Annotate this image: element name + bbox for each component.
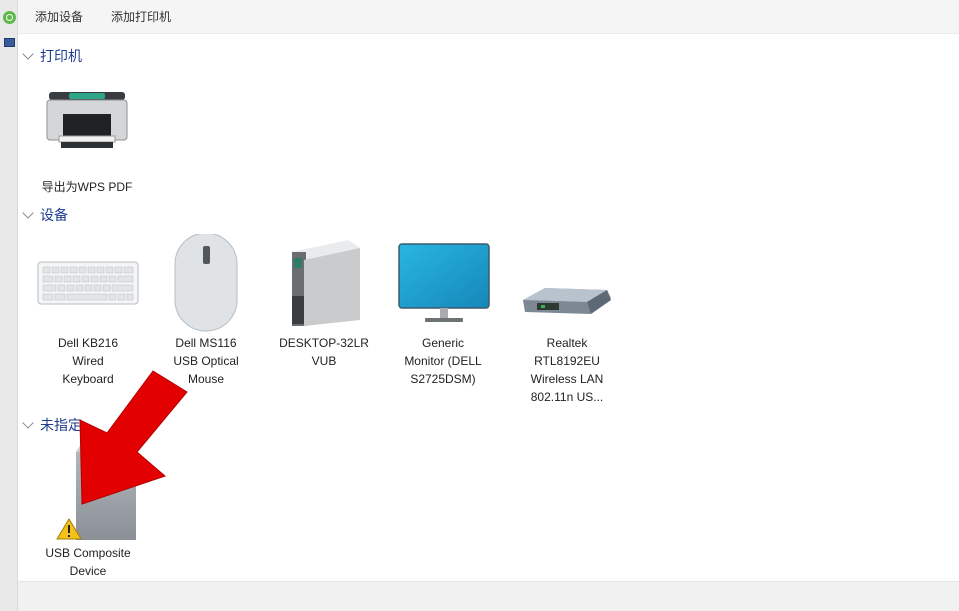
warning-icon	[56, 518, 82, 540]
device-item-mouse[interactable]: Dell MS116 USB Optical Mouse	[154, 232, 258, 388]
app-icon-green[interactable]	[3, 11, 16, 24]
device-item-keyboard[interactable]: Dell KB216 Wired Keyboard	[36, 234, 140, 388]
chevron-down-icon	[22, 207, 34, 219]
device-label: Dell KB216 Wired Keyboard	[57, 336, 119, 386]
device-label: Generic Monitor (DELL S2725DSM)	[404, 336, 482, 386]
device-item-network-adapter[interactable]: Realtek RTL8192EU Wireless LAN 802.11n U…	[515, 234, 619, 406]
add-printer-button[interactable]: 添加打印机	[111, 10, 172, 24]
device-label: USB Composite Device	[45, 546, 131, 578]
app-icon-monitor[interactable]	[4, 38, 15, 47]
keyboard-icon	[36, 234, 140, 334]
section-header-printers[interactable]: 打印机	[22, 46, 82, 66]
section-title: 打印机	[40, 48, 82, 64]
mouse-icon	[154, 232, 258, 334]
section-header-unspecified[interactable]: 未指定	[22, 415, 82, 435]
chevron-down-icon	[22, 417, 34, 429]
device-item-monitor[interactable]: Generic Monitor (DELL S2725DSM)	[391, 234, 495, 388]
usb-device-icon	[36, 440, 140, 540]
status-bar	[18, 581, 959, 611]
devices-content: 打印机 导出为WPS PDF 设备	[18, 34, 959, 581]
device-item-printer[interactable]: 导出为WPS PDF	[35, 80, 139, 196]
section-title: 设备	[40, 207, 68, 223]
section-header-devices[interactable]: 设备	[22, 205, 68, 225]
add-device-button[interactable]: 添加设备	[35, 10, 84, 24]
device-label: DESKTOP-32LR VUB	[279, 336, 369, 368]
device-item-usb-composite[interactable]: USB Composite Device	[36, 440, 140, 580]
device-label: 导出为WPS PDF	[41, 180, 133, 194]
section-title: 未指定	[40, 417, 82, 433]
toolbar: 添加设备 添加打印机	[18, 0, 959, 34]
computer-tower-icon	[272, 234, 376, 334]
taskbar-strip	[0, 0, 18, 611]
monitor-icon	[391, 234, 495, 334]
chevron-down-icon	[22, 48, 34, 60]
device-label: Realtek RTL8192EU Wireless LAN 802.11n U…	[530, 336, 604, 404]
device-label: Dell MS116 USB Optical Mouse	[173, 336, 239, 386]
network-adapter-icon	[515, 234, 619, 334]
device-item-computer[interactable]: DESKTOP-32LR VUB	[272, 234, 376, 370]
printer-icon	[35, 80, 139, 180]
